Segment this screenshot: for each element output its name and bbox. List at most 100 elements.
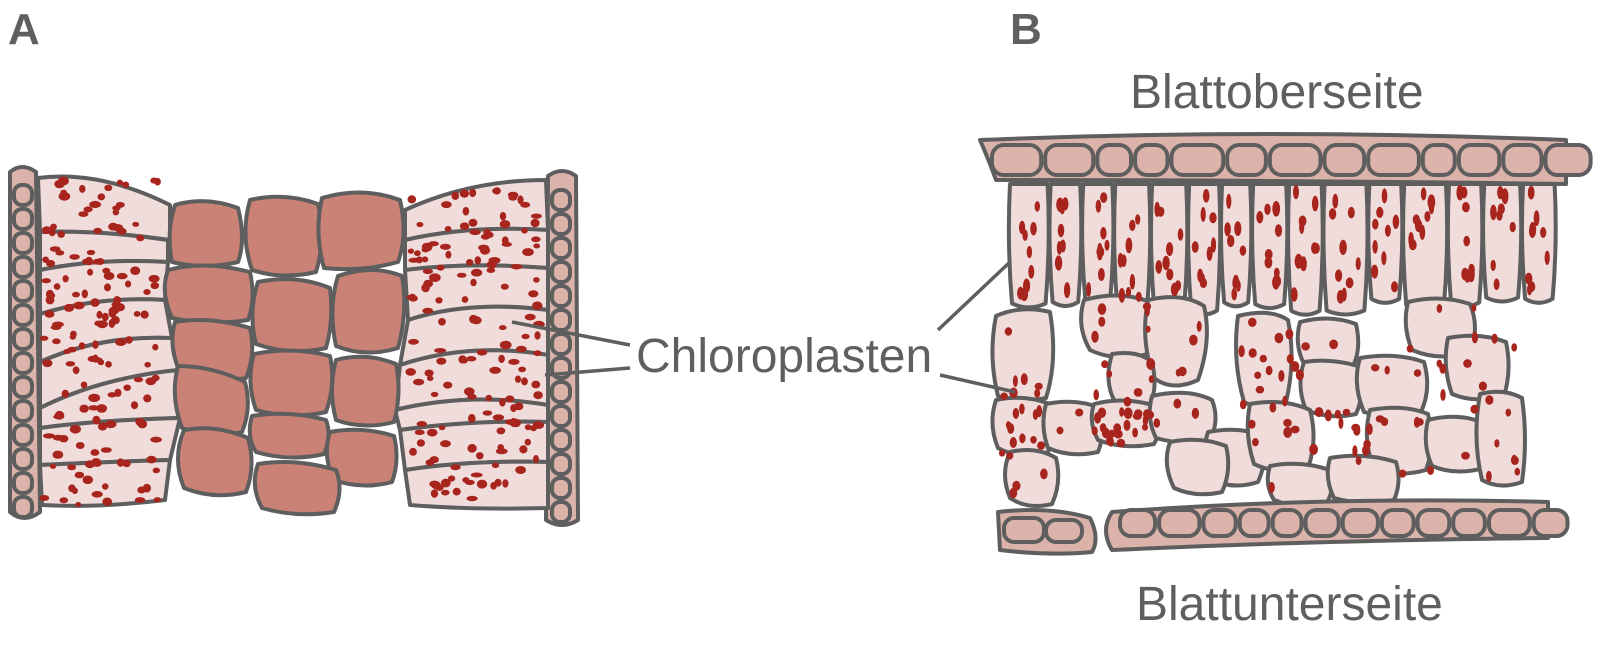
chloroplast [1283,426,1293,438]
epidermis-cell [550,500,572,524]
chloroplast [116,179,123,186]
chloroplast [1381,188,1388,204]
chloroplast [78,211,89,218]
chloroplast [75,442,85,449]
chloroplast [1264,249,1273,260]
chloroplast [528,290,539,298]
chloroplast [116,458,125,467]
chloroplast [112,306,123,312]
chloroplast [462,206,470,216]
chloroplast [1086,282,1092,297]
chloroplast [1511,343,1518,352]
chloroplast [93,227,103,234]
chloroplast [1285,328,1294,340]
chloroplast [91,491,103,498]
chloroplast [92,415,101,425]
chloroplast [1478,381,1487,391]
chloroplast [1129,273,1136,290]
chloroplast [122,181,130,188]
chloroplast [94,320,103,327]
epidermis-cell [12,495,34,519]
chloroplast [464,387,475,396]
chloroplast [1265,365,1273,376]
chloroplast [1175,368,1181,377]
chloroplast [1497,203,1505,215]
chloroplast [521,377,528,386]
chloroplast [1117,252,1124,268]
chloroplast [521,227,528,234]
chloroplast [1463,359,1472,368]
chloroplast [90,298,100,307]
chloroplast [1544,250,1550,265]
chloroplast [49,246,61,252]
chloroplast [1026,245,1033,259]
chloroplast [82,258,90,265]
chloroplast [517,195,524,205]
chloroplast [130,401,139,410]
chloroplast [426,428,438,437]
chloroplast [1238,345,1245,358]
chloroplast [50,324,62,330]
chloroplast [1063,282,1071,299]
chloroplast [1248,317,1257,327]
chloroplast [468,413,476,423]
chloroplast [533,455,539,464]
chloroplast [79,404,89,413]
chloroplast [152,467,160,474]
chloroplast [88,405,99,411]
chloroplast [1295,369,1304,381]
chloroplast [1469,264,1475,277]
chloroplast [1463,235,1470,247]
chloroplast [469,314,478,324]
chloroplast [1224,222,1231,237]
chloroplast [1056,241,1062,255]
chloroplast [521,333,530,340]
chloroplast [474,256,482,265]
chloroplast [1019,220,1026,235]
chloroplast [492,414,505,421]
chloroplast [132,221,140,227]
epidermis-cell [1267,143,1323,177]
chloroplast [79,184,86,193]
chloroplast [88,393,101,403]
panel-b-cross-section [978,132,1593,556]
epidermis-cell [12,399,34,423]
chloroplast [69,424,81,434]
chloroplast [1282,395,1288,407]
epidermis-cell [1501,143,1544,177]
chloroplast [1012,480,1021,491]
panel-b-spongy-layer [990,293,1527,509]
epidermis-cell [12,447,34,471]
palisade-cell [1519,182,1558,305]
chloroplast [1540,227,1547,238]
epidermis-cell [12,255,34,279]
chloroplast [430,489,439,498]
chloroplast [498,325,507,331]
chloroplast [1129,219,1136,232]
chloroplast [75,502,82,507]
epidermis-cell [12,471,34,495]
epidermis-cell [12,375,34,399]
chloroplast [1527,185,1535,200]
chloroplast [1275,275,1282,287]
palisade-cell [1250,182,1290,311]
chloroplast [1100,227,1107,240]
chloroplast [999,449,1006,457]
chloroplast [1511,454,1518,465]
chloroplast [1148,375,1155,383]
chloroplast [1191,407,1200,419]
chloroplast [65,361,76,367]
chloroplast [1232,277,1238,289]
chloroplast [1428,201,1435,215]
chloroplast [430,391,439,398]
chloroplast [1123,396,1132,407]
chloroplast [440,478,451,488]
epidermis-cell [550,212,572,236]
chloroplast [115,338,127,346]
chloroplast [1054,255,1063,271]
epidermis-cell [1415,508,1452,538]
chloroplast [1353,425,1361,436]
chloroplast [72,291,80,298]
panel-b-lower-epidermis [996,498,1570,556]
